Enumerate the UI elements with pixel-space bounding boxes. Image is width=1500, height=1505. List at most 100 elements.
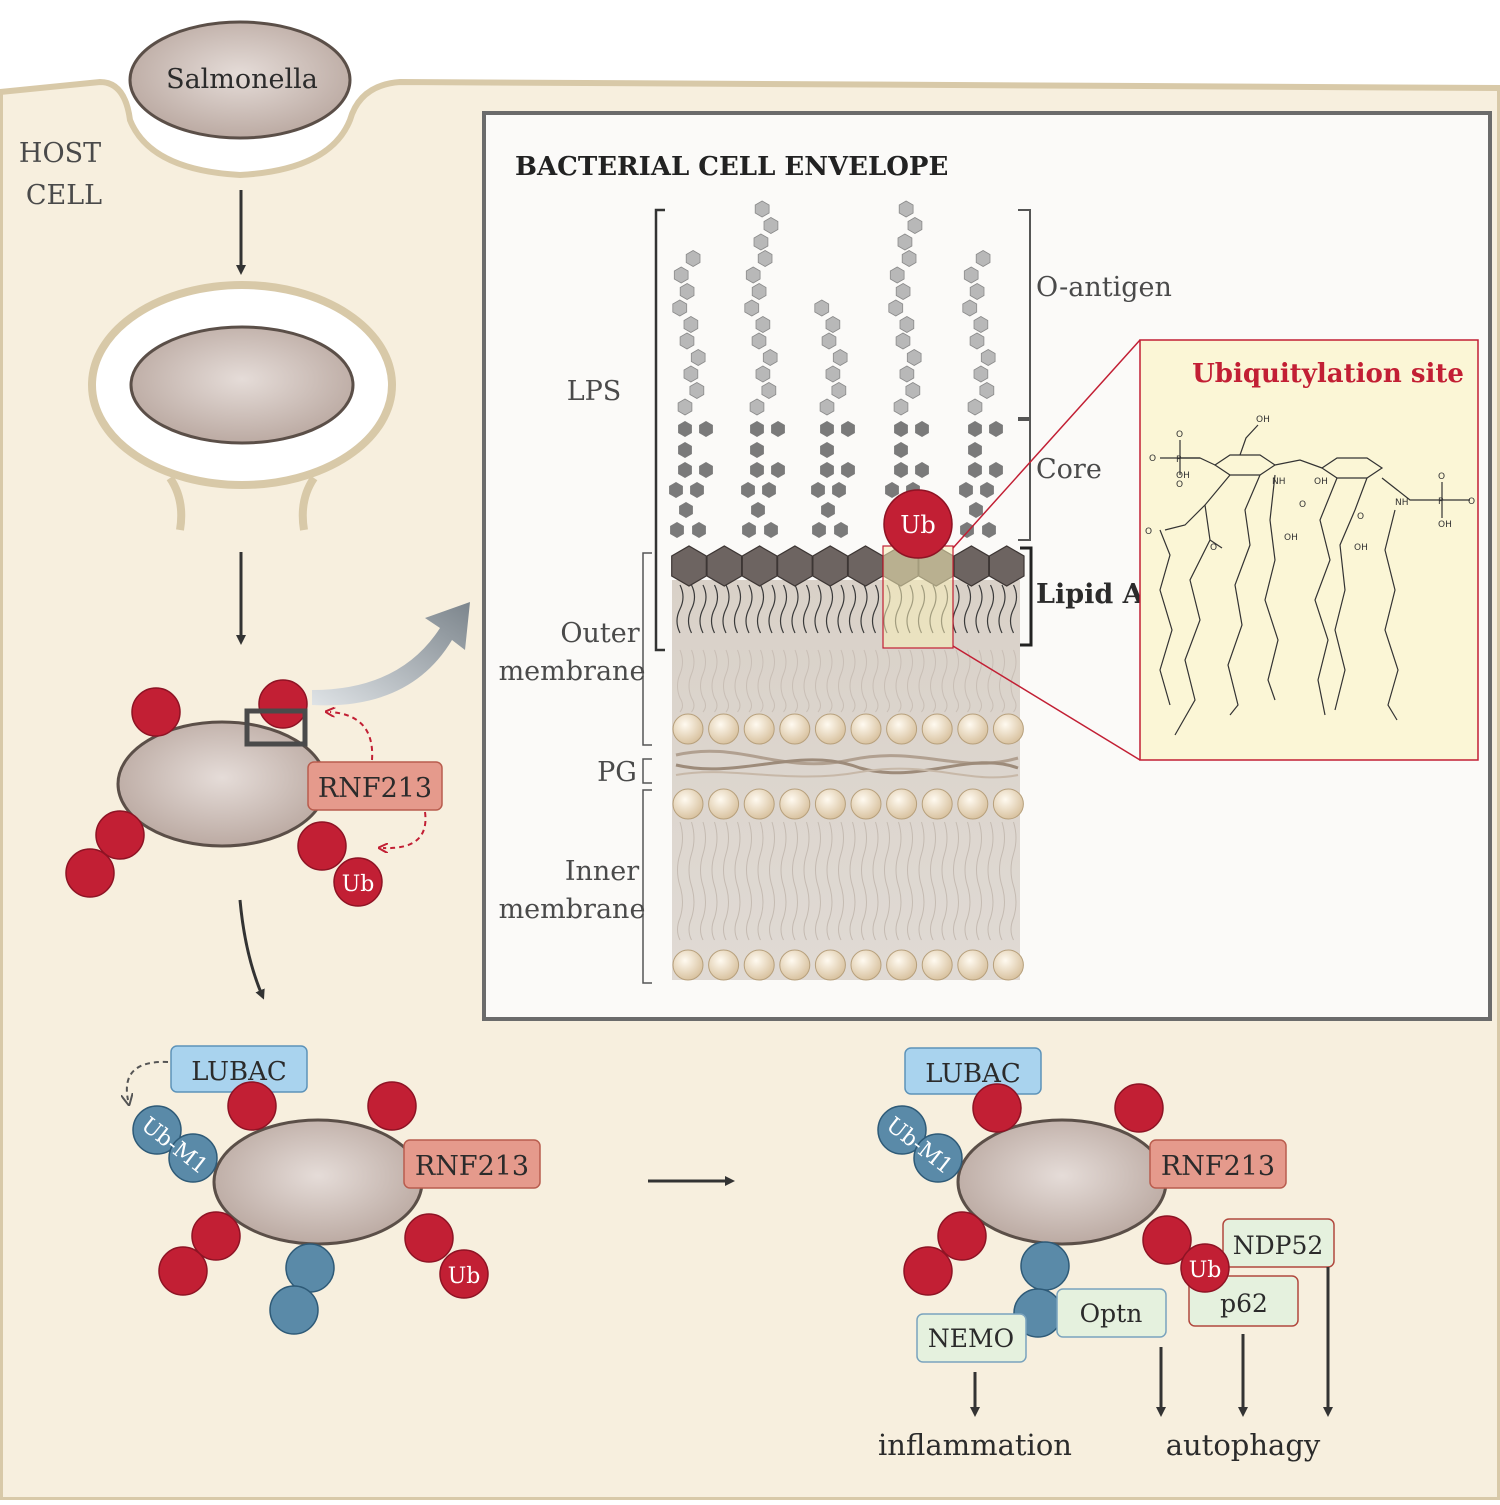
- o-antigen-sugar: [814, 299, 830, 317]
- o-antigen-sugar: [821, 332, 837, 350]
- o-antigen-sugar: [819, 398, 835, 416]
- rnf213-action-arrow-1: [330, 712, 374, 761]
- lipid-tail: [964, 821, 971, 941]
- salmonella-label: Salmonella: [166, 64, 318, 95]
- lipid-a-label: Lipid A: [1036, 579, 1145, 610]
- core-sugar: [771, 462, 785, 478]
- lipid-head-bead: [672, 713, 704, 745]
- core-label: Core: [1036, 454, 1102, 485]
- o-antigen-sugar: [745, 266, 761, 284]
- lipid-tail: [930, 649, 936, 713]
- core-sugar: [820, 442, 834, 458]
- lipid-tail: [710, 584, 719, 634]
- peptidoglycan-strand: [675, 767, 1019, 779]
- o-antigen-sugar: [755, 365, 771, 383]
- o-antigen-sugar: [683, 365, 699, 383]
- core-sugar: [699, 462, 713, 478]
- svg-text:NH: NH: [1395, 498, 1409, 508]
- lipid-tail: [733, 584, 742, 634]
- inner-membrane-bracket: [642, 789, 652, 984]
- ubiquitin: [903, 1246, 953, 1296]
- lipid-tail: [700, 649, 706, 713]
- ubiquitin: [1114, 1083, 1164, 1133]
- lipid-tail: [677, 821, 683, 941]
- o-antigen-sugar: [975, 250, 991, 267]
- stage3-rnf213-label: RNF213: [318, 773, 432, 804]
- lipid-tail: [699, 584, 707, 634]
- m1-ubiquitin: [132, 1105, 182, 1155]
- stage3-bacterium: [116, 720, 328, 848]
- core-sugar: [968, 421, 982, 437]
- autophagy-label: autophagy: [1166, 1428, 1321, 1462]
- lipid-head-bead: [708, 949, 740, 981]
- svg-text:OH: OH: [1314, 477, 1328, 487]
- lipid-tail: [780, 821, 787, 941]
- chem-labels: OH O O P OH NH OH NH O P O OH OH OH O O …: [1145, 415, 1475, 553]
- core-sugar: [742, 522, 756, 538]
- lipid-tail: [734, 649, 741, 713]
- lipid-head-bead: [779, 949, 811, 981]
- lipid-a-hexagon: [706, 545, 743, 587]
- lipid-tail: [815, 821, 821, 941]
- o-antigen-sugar: [893, 398, 909, 416]
- lipid-tail: [976, 649, 982, 713]
- core-sugar: [960, 522, 974, 538]
- o-antigen-sugar: [751, 332, 767, 350]
- lipid-tail: [998, 584, 1006, 634]
- o-antigen-sugar: [753, 233, 769, 251]
- lipid-tail: [768, 584, 776, 634]
- lps-chains: [669, 200, 1003, 538]
- lipid-tail: [953, 649, 959, 713]
- o-antigen-sugar: [898, 200, 914, 218]
- inner-membrane-upper-beads: [672, 788, 1024, 820]
- lipid-tail: [791, 584, 799, 634]
- lipid-head-bead: [708, 713, 740, 745]
- o-antigen-sugar: [749, 398, 765, 416]
- core-sugar: [832, 482, 846, 498]
- lipid-tail: [826, 649, 833, 713]
- lipid-tail: [769, 821, 775, 941]
- lipid-head-bead: [992, 949, 1024, 981]
- o-antigen-sugar: [690, 349, 706, 366]
- core-bracket: [1018, 419, 1031, 541]
- m1-ubiquitin: [269, 1285, 319, 1335]
- core-sugar: [669, 482, 683, 498]
- optn-label: Optn: [1080, 1299, 1143, 1328]
- lipid-head-bead: [992, 713, 1024, 745]
- ndp52-label: NDP52: [1233, 1231, 1324, 1260]
- vacuolar-salmonella: [129, 325, 355, 445]
- arrow-stage3-to-4: [238, 899, 265, 1000]
- lipid-tail: [963, 584, 972, 634]
- ubiquitin: [937, 1211, 987, 1261]
- lipid-head-bead: [921, 713, 953, 745]
- o-antigen-sugar: [897, 233, 913, 251]
- lipid-tail: [861, 821, 867, 941]
- membrane-column: [672, 580, 1020, 980]
- lipid-head-bead: [992, 788, 1024, 820]
- o-antigen-sugar: [973, 316, 989, 333]
- o-antigen-sugar: [679, 283, 695, 300]
- core-sugar: [741, 482, 755, 498]
- core-sugar: [820, 421, 834, 437]
- m1-ubiquitin: [285, 1243, 335, 1293]
- lipid-tail: [780, 649, 787, 713]
- o-antigen-sugar: [763, 217, 779, 234]
- lipid-tail: [837, 584, 845, 634]
- svg-text:O: O: [1176, 480, 1183, 490]
- lipid-a-bracket: [1020, 546, 1033, 647]
- svg-text:OH: OH: [1354, 543, 1368, 553]
- o-antigen-sugar: [673, 266, 689, 284]
- lipid-tail: [860, 584, 868, 634]
- ubiquitin: [439, 1249, 489, 1299]
- core-sugar: [678, 442, 692, 458]
- o-antigen-sugar: [754, 200, 770, 218]
- lipid-tail: [746, 649, 752, 713]
- o-antigen-sugar: [831, 382, 847, 399]
- o-antigen-label: O-antigen: [1036, 272, 1172, 303]
- lipid-head-bead: [850, 788, 882, 820]
- outer-membrane-label-1: Outer: [560, 618, 639, 649]
- ubiquitin: [191, 1211, 241, 1261]
- stage5-lubac-box: [904, 1047, 1042, 1095]
- core-sugar: [841, 462, 855, 478]
